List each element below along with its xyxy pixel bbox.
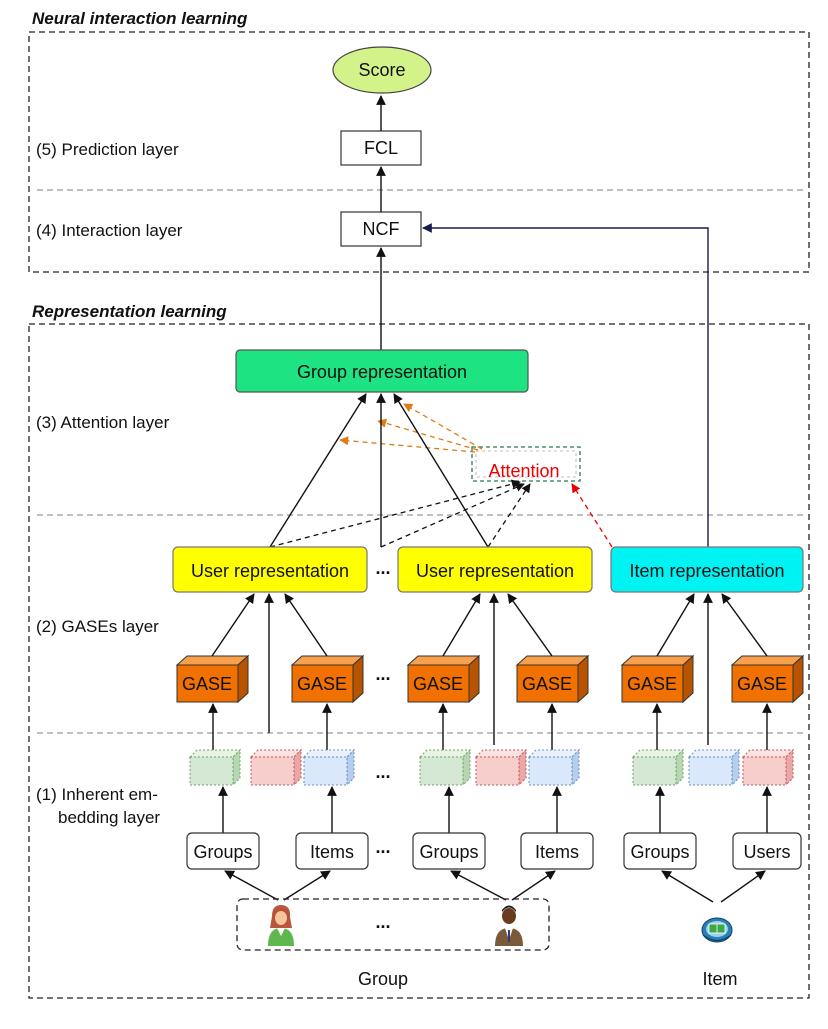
group-members-frame [236, 898, 550, 951]
attention-item-arrow [571, 483, 613, 548]
label-prediction-layer: (5) Prediction layer [36, 140, 179, 159]
embedding-cube-blue-3 [687, 748, 741, 787]
label-interaction-layer: (4) Interaction layer [36, 221, 183, 240]
user-representation-label-1: User representation [191, 561, 349, 581]
entity-to-source-arrows [224, 870, 766, 903]
users-label: Users [743, 842, 790, 862]
ellipsis-gase: ... [375, 664, 390, 684]
section-title-neural: Neural interaction learning [32, 9, 248, 28]
score-label: Score [358, 60, 405, 80]
embedding-cube-red-1 [249, 748, 303, 787]
attention-input-arrow-2 [380, 483, 525, 548]
embedding-cubes [188, 748, 795, 787]
groups-label-2: Groups [419, 842, 478, 862]
item-representation-node [610, 546, 804, 593]
embedding-cube-red-2 [474, 748, 528, 787]
arrow-user2-group [393, 393, 489, 548]
neural-section-frame [28, 31, 810, 273]
embedding-cube-green-1 [188, 748, 242, 787]
attention-node [471, 446, 581, 482]
groups-label-1: Groups [193, 842, 252, 862]
groups-box-3 [623, 832, 697, 870]
groups-box-2 [412, 832, 486, 870]
gase-label-5: GASE [627, 674, 677, 694]
group-caption: Group [358, 969, 408, 989]
gase-label-4: GASE [522, 674, 572, 694]
attention-input-arrow-3 [487, 483, 531, 548]
items-label-1: Items [310, 842, 354, 862]
group-representation-node [235, 349, 529, 393]
attention-input-arrow-1 [269, 479, 521, 548]
gase-cube-5: GASE [620, 654, 695, 704]
person-female-icon [268, 905, 294, 946]
embedding-cube-red-3 [741, 748, 795, 787]
group-representation-label: Group representation [297, 362, 467, 382]
source-to-embedding-arrows [218, 786, 772, 833]
user-representation-node-1 [172, 546, 368, 593]
gase-cube-6: GASE [730, 654, 805, 704]
ellipsis-embedding: ... [375, 762, 390, 782]
gase-label-2: GASE [297, 674, 347, 694]
gase-cube-3: GASE [406, 654, 481, 704]
ncf-node [340, 211, 422, 247]
embedding-to-gase-arrows [208, 703, 772, 750]
label-inherent-layer-line2: bedding layer [58, 808, 160, 827]
embedding-cube-green-2 [418, 748, 472, 787]
user-representation-label-2: User representation [416, 561, 574, 581]
items-box-2 [520, 832, 594, 870]
label-inherent-layer-line1: (1) Inherent em- [36, 785, 158, 804]
person-male-icon [495, 905, 523, 946]
items-label-2: Items [535, 842, 579, 862]
label-attention-layer: (3) Attention layer [36, 413, 170, 432]
embedding-cube-blue-1 [302, 748, 356, 787]
arrow-item-ncf [422, 223, 709, 547]
gase-label-3: GASE [413, 674, 463, 694]
fcl-label: FCL [364, 138, 398, 158]
gase-cube-1: GASE [175, 654, 250, 704]
ellipsis-representation: ... [375, 558, 390, 578]
gase-label-1: GASE [182, 674, 232, 694]
embedding-cube-green-3 [631, 748, 685, 787]
section-title-representation: Representation learning [32, 302, 227, 321]
users-box [732, 832, 802, 870]
representation-section-frame [28, 323, 810, 999]
arrow-user1-group [269, 393, 367, 548]
gase-to-representation-arrows [211, 593, 768, 745]
score-node [332, 46, 432, 94]
embedding-cube-blue-2 [527, 748, 581, 787]
groups-box-1 [186, 832, 260, 870]
attention-label: Attention [488, 461, 559, 481]
items-box-1 [295, 832, 369, 870]
gase-cube-4: GASE [515, 654, 590, 704]
item-representation-label: Item representation [629, 561, 784, 581]
gase-cube-2: GASE [290, 654, 365, 704]
attention-weight-arrow-1 [403, 403, 483, 450]
attention-weight-arrow-2 [377, 418, 479, 451]
ellipsis-source: ... [375, 837, 390, 857]
attention-weight-arrow-3 [339, 436, 476, 453]
ellipsis-members: ... [375, 912, 390, 932]
gase-label-6: GASE [737, 674, 787, 694]
stadium-icon [701, 917, 733, 943]
item-caption: Item [702, 969, 737, 989]
ncf-label: NCF [363, 219, 400, 239]
user-representation-node-2 [397, 546, 593, 593]
label-gases-layer: (2) GASEs layer [36, 617, 159, 636]
groups-label-3: Groups [630, 842, 689, 862]
